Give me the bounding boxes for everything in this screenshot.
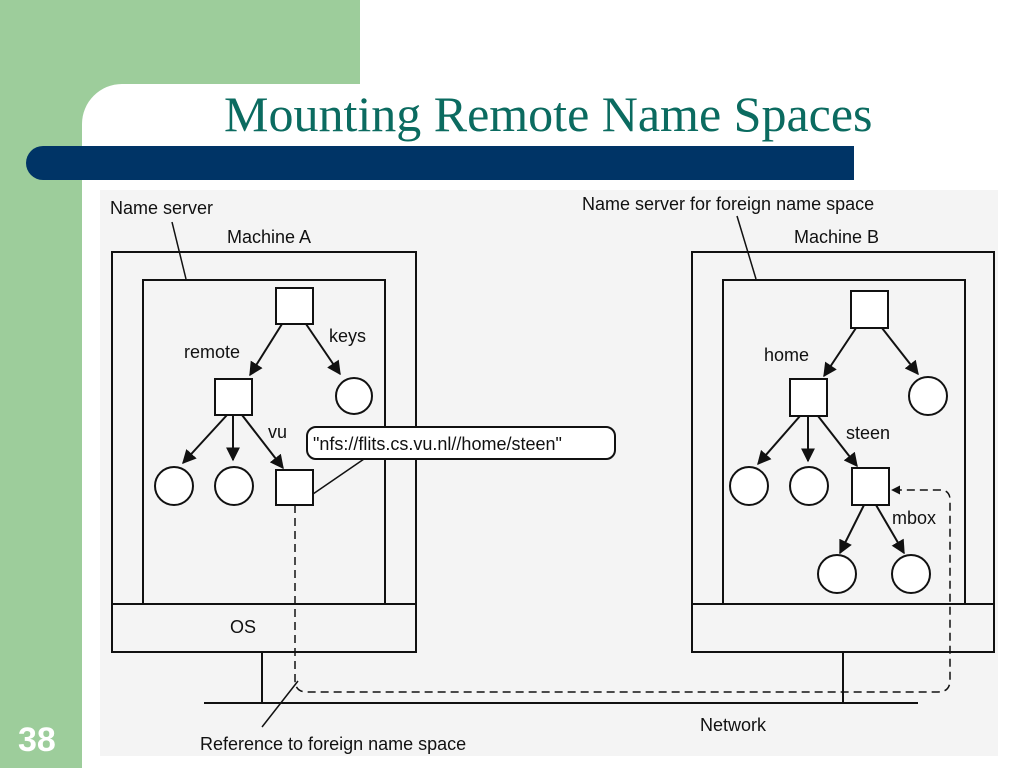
title-underline-bar (26, 146, 854, 180)
edge-label-home: home (764, 345, 809, 365)
machine-b: home steen mbox Machine B Name server fo… (582, 194, 995, 653)
machine-a-root-node (275, 287, 314, 325)
machine-b-mbox-leaf-1 (817, 554, 857, 594)
edge-label-remote: remote (184, 342, 240, 362)
machine-a-leaf-1 (154, 466, 194, 506)
machine-b-root-leaf (908, 376, 948, 416)
reference-label: Reference to foreign name space (200, 734, 466, 754)
mount-reference-text: "nfs://flits.cs.vu.nl//home/steen" (313, 434, 562, 454)
machine-a-label: Machine A (227, 227, 311, 247)
machine-b-label: Machine B (794, 227, 879, 247)
machine-b-frame (691, 251, 995, 653)
machine-a-mount-point-node (275, 469, 314, 506)
edge-a-leaf-1 (182, 414, 228, 465)
edge-keys (305, 323, 341, 376)
machine-a: remote keys vu "nfs://flits.cs.vu.nl//ho… (110, 198, 616, 653)
machine-b-root-node (850, 290, 889, 329)
name-server-leader (171, 221, 187, 280)
edge-label-mbox: mbox (892, 508, 936, 528)
machine-b-leaf-2 (789, 466, 829, 506)
edge-label-keys: keys (329, 326, 366, 346)
machine-a-leaf-2 (214, 466, 254, 506)
edge-mbox-2 (875, 504, 905, 555)
diagram-background (100, 190, 998, 756)
reference-leader (261, 680, 299, 728)
edge-remote (249, 323, 283, 377)
edge-label-vu: vu (268, 422, 287, 442)
edge-home (823, 327, 857, 378)
slide-number: 38 (18, 721, 56, 759)
machine-b-mbox-leaf-2 (891, 554, 931, 594)
mount-reference-box (306, 426, 616, 460)
name-server-caption: Name server (110, 198, 213, 218)
machine-a-remote-node (214, 378, 253, 416)
edge-b-root-leaf (881, 327, 919, 376)
network-label: Network (700, 715, 767, 735)
os-label: OS (230, 617, 256, 637)
machine-b-home-node (789, 378, 828, 417)
machine-b-steen-node (851, 467, 890, 506)
mount-reference-leader (312, 458, 365, 495)
edge-vu (241, 414, 284, 470)
foreign-name-server-caption: Name server for foreign name space (582, 194, 874, 214)
foreign-reference-path (294, 485, 951, 693)
foreign-name-server-leader (736, 215, 757, 280)
edge-steen (817, 415, 858, 468)
slide-title: Mounting Remote Name Spaces (224, 86, 873, 142)
edge-mbox-1 (839, 504, 865, 555)
edge-b-leaf-1 (757, 415, 801, 466)
machine-b-leaf-1 (729, 466, 769, 506)
machine-a-keys-leaf (335, 377, 373, 415)
edge-label-steen: steen (846, 423, 890, 443)
